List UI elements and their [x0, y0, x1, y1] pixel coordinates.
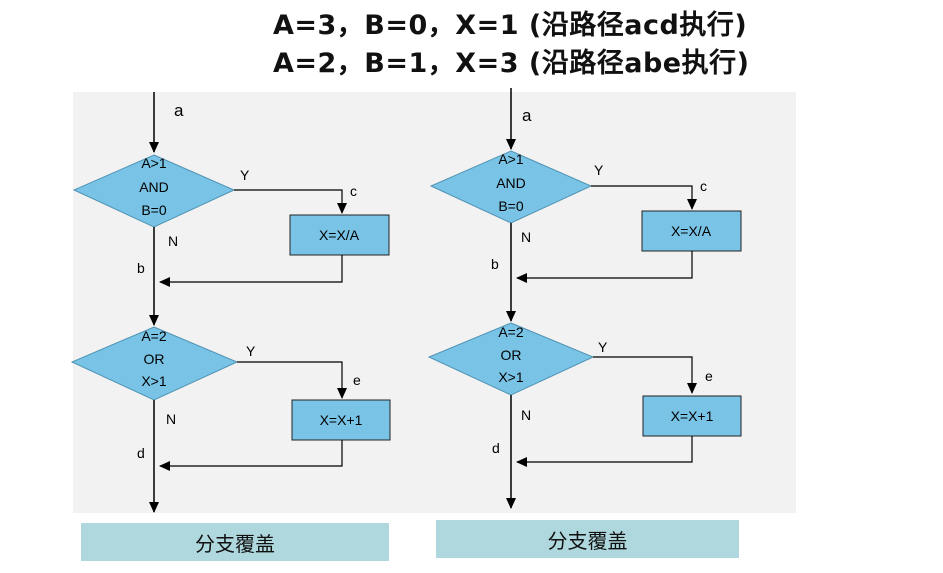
flowchart-left: a A>1 AND B=0 Y c X=X/A N b A=2 OR X>1 Y… [70, 92, 391, 513]
decision-2-line-3: X>1 [141, 373, 167, 389]
decision-1-line-3: B=0 [141, 202, 167, 218]
decision-1-line-3: B=0 [498, 198, 524, 214]
path-label-c: c [350, 183, 357, 199]
decision-1-line-2: AND [496, 175, 526, 191]
yes-label-1: Y [240, 167, 250, 183]
process-box-2-label: X=X+1 [671, 408, 714, 424]
yes-label-2: Y [246, 343, 256, 359]
process-box-1 [641, 210, 742, 252]
caption-right: 分支覆盖 [436, 520, 739, 558]
yes-branch-1 [234, 189, 347, 214]
no-label-1: N [168, 233, 178, 249]
merge-line-1 [516, 251, 693, 283]
process-box-1-label: X=X/A [671, 223, 712, 239]
path-label-d: d [492, 440, 500, 456]
header-line-2: A=2，B=1，X=3 (沿路径abe执行) [273, 48, 750, 79]
flowchart-panel-left [73, 92, 441, 513]
process-box-2 [642, 395, 742, 437]
yes-label-2: Y [598, 339, 608, 355]
decision-2-line-1: A=2 [141, 328, 167, 344]
no-label-2: N [166, 411, 176, 427]
flowchart-right: a A>1 AND B=0 Y c X=X/A N b A=2 OR X>1 Y… [427, 88, 742, 509]
path-label-a: a [522, 106, 532, 125]
merge-line-1 [159, 255, 343, 287]
decision-1-line-1: A>1 [498, 151, 524, 167]
decision-2-line-3: X>1 [498, 369, 524, 385]
merge-line-2 [516, 436, 693, 467]
path-label-e: e [705, 368, 713, 384]
decision-2-line-1: A=2 [498, 324, 524, 340]
merge-line-2 [159, 440, 343, 471]
path-label-e: e [353, 372, 361, 388]
process-box-1-label: X=X/A [319, 227, 360, 243]
decision-2-line-2: OR [144, 351, 165, 367]
no-label-2: N [521, 407, 531, 423]
header-line-1: A=3，B=0，X=1 (沿路径acd执行) [273, 10, 748, 41]
path-label-a: a [174, 101, 184, 120]
caption-left: 分支覆盖 [81, 523, 389, 561]
yes-branch-2 [593, 356, 697, 394]
path-label-d: d [137, 445, 145, 461]
yes-branch-1 [591, 185, 697, 210]
process-box-1 [289, 214, 390, 256]
path-label-b: b [137, 260, 145, 276]
process-box-2 [291, 399, 391, 441]
yes-branch-2 [237, 361, 347, 399]
decision-1-line-1: A>1 [141, 155, 167, 171]
process-box-2-label: X=X+1 [320, 412, 363, 428]
path-label-c: c [700, 178, 707, 194]
yes-label-1: Y [594, 162, 604, 178]
decision-1-line-2: AND [139, 179, 169, 195]
decision-2-line-2: OR [501, 347, 522, 363]
path-label-b: b [491, 256, 499, 272]
no-label-1: N [521, 229, 531, 245]
